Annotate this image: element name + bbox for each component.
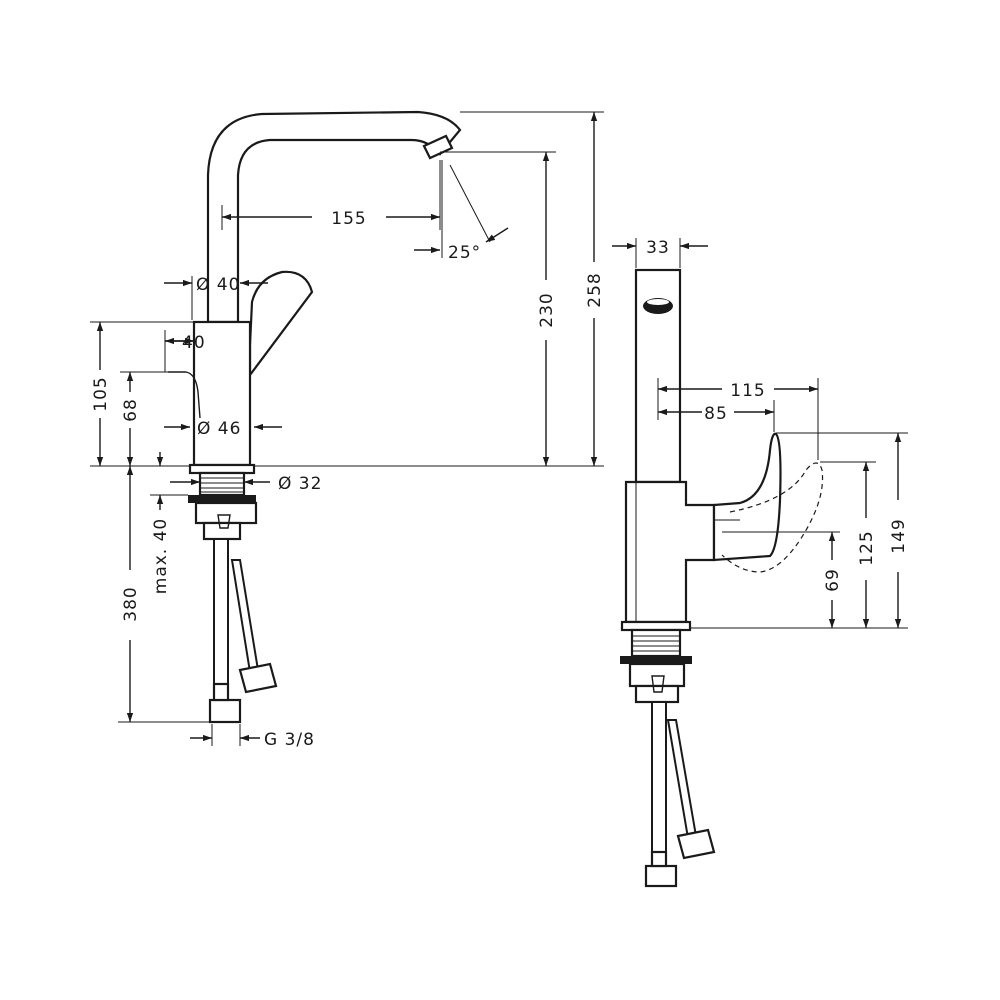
front-base-plate	[620, 620, 692, 632]
side-spout	[206, 110, 462, 324]
side-handle-profile	[168, 371, 201, 419]
dim-lever-reach-open: 115	[730, 381, 765, 401]
side-fitting-main	[208, 698, 242, 724]
front-fitting-right	[676, 828, 716, 860]
side-hose-second	[230, 559, 260, 674]
dim-overall-height: 258	[585, 272, 605, 307]
dim-base-diameter: Ø 46	[197, 419, 241, 439]
front-thread-lines	[632, 635, 680, 652]
side-view: 155 25° Ø 40 40 Ø 46 Ø 32	[90, 110, 605, 750]
dim-hose-connection: G 3/8	[264, 730, 315, 750]
front-thread	[630, 628, 682, 658]
side-hose-main	[213, 538, 229, 685]
side-thread-lines	[200, 477, 244, 493]
side-base-plate	[188, 463, 256, 475]
side-nut	[194, 501, 258, 525]
side-fitting-main-neck	[212, 682, 230, 702]
side-gasket	[188, 495, 256, 503]
front-hose-main	[651, 701, 667, 853]
dim-lever-top-height-open: 149	[889, 518, 909, 553]
dim-lever-top-height: 125	[857, 530, 877, 565]
front-screw	[651, 675, 665, 693]
dim-spout-height: 230	[537, 292, 557, 327]
front-hose-second	[666, 719, 698, 840]
dim-lever-pivot-height: 69	[823, 568, 843, 592]
dim-hose-length: 380	[121, 586, 141, 621]
dim-body-height: 105	[91, 376, 111, 411]
dim-lever-reach: 85	[704, 404, 728, 424]
dim-thread-diameter: Ø 32	[278, 474, 322, 494]
dim-handle-height: 68	[121, 398, 141, 422]
front-nut	[628, 662, 686, 688]
dim-aerator-angle: 25°	[448, 243, 481, 263]
front-body	[624, 480, 716, 624]
dim-body-diameter-top: Ø 40	[196, 275, 240, 295]
dim-body-depth: 40	[182, 333, 206, 353]
side-aerator	[422, 134, 454, 160]
dim-max-counter-thickness: max. 40	[151, 518, 171, 594]
front-view: 33 115 85 149 125 69	[612, 238, 909, 888]
dim-spout-width: 33	[646, 238, 670, 258]
side-nut-lower	[202, 521, 242, 541]
dim-spout-reach: 155	[331, 209, 366, 229]
front-lever	[712, 432, 782, 562]
side-lever	[248, 270, 314, 379]
front-lever-open	[721, 462, 824, 573]
front-fitting-main	[644, 864, 678, 888]
front-fitting-main-neck	[650, 850, 668, 868]
side-body	[192, 320, 252, 467]
side-screw	[217, 514, 231, 529]
front-gasket	[620, 656, 692, 664]
front-nut-lower	[634, 684, 680, 704]
side-fitting-right	[238, 662, 278, 694]
